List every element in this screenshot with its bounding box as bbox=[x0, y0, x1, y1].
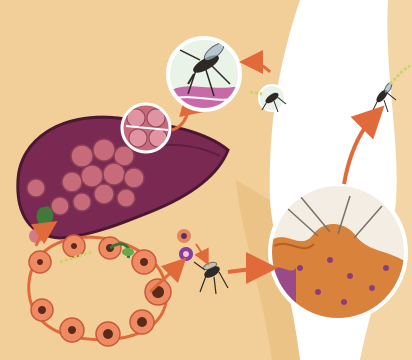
mosquito-icon bbox=[259, 85, 286, 112]
arrow-icon bbox=[344, 114, 376, 184]
droplet-trail bbox=[250, 92, 262, 94]
magnifier-icon bbox=[168, 38, 240, 112]
magnifier-icon bbox=[122, 104, 170, 152]
